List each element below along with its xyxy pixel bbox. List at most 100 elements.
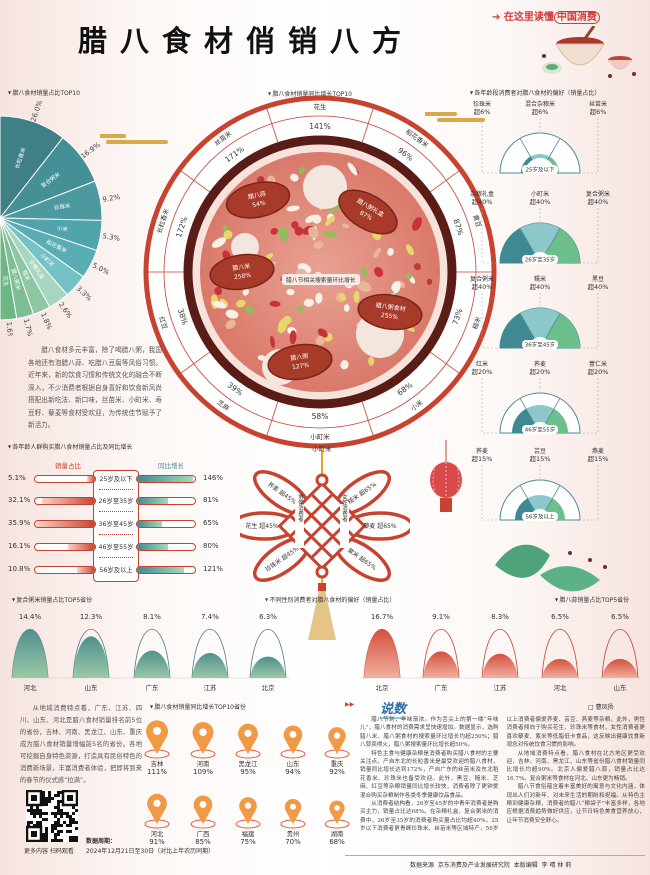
qr-module [75,836,78,839]
gauge-item-name: 燕麦 [592,447,604,455]
age-growth-bar [136,543,196,551]
bean-decoration [361,266,368,279]
location-pin-icon [144,793,170,829]
qr-caption: 更多内容 扫码观看 [24,848,74,855]
pin [284,798,302,824]
bean-decoration [373,247,381,259]
bean-decoration [290,173,299,182]
leader-line [481,465,500,521]
qr-module [75,821,78,824]
leader-line [481,118,500,174]
gauge-item-value: 超20% [530,367,551,376]
age-preference-gauges: 25岁及以下珍珠米超6%混合杂粮米超6%丝苗米超6%26岁至35岁杂粮礼盒超40… [470,100,610,521]
age-share-value: 32.1% [8,496,31,504]
qr-module [42,791,45,794]
bean-decoration [426,278,433,285]
male-preference-item: 花生 超45% [245,522,279,530]
qr-module [54,839,57,842]
qr-module [72,821,75,824]
age-share-fill [68,544,95,550]
bean-decoration [340,360,349,370]
label-bg [340,504,349,548]
qr-module [45,839,48,842]
age-share-bar [34,497,96,505]
pin-body [147,793,167,824]
age-group-label: 56岁及以上 [99,567,133,574]
bean-decoration [270,335,275,348]
article-paragraph: 腊八节到，年味渐浓。作为舌尖上的第一缕“年味儿”，腊八食材的消费需求呈快速增加。… [360,717,499,749]
hill-bar [250,656,286,678]
bean-decoration [374,267,384,277]
bean-decoration [353,290,360,303]
qr-module [63,812,66,815]
pin-body [329,800,345,824]
qr-module [60,809,63,812]
wheel-item-name: 花生 [314,102,328,111]
qr-module [66,830,69,833]
qr-module [60,824,63,827]
label-bg [295,504,304,548]
qr-module [33,824,36,827]
location-pin-icon [280,725,306,759]
gauge-fill [530,154,550,161]
hill-outline [481,629,519,679]
age-growth-value: 80% [203,542,219,550]
qr-module [27,824,30,827]
qr-module [69,839,72,842]
province-name: 吉林 [150,760,164,768]
gauge-item-value: 超6% [474,107,491,116]
divider [345,855,645,856]
province-name: 贵州 [286,830,300,838]
bean-decoration [325,215,335,226]
lantern-illustration [430,440,462,512]
region-paragraph: 从地域消费特点看，广东、江苏、四川、山东、河北是腊八食材销量排名前5位的省份，吉… [20,705,142,784]
chart-title-laba-garlic: 腊八蒜销量占比TOP5省份 [555,595,629,604]
hill-bar [602,659,638,678]
age-group-label: 26岁至35岁 [98,498,134,505]
gauge-item-name: 荞麦 [476,447,488,455]
gauge-divider [547,138,561,161]
share-column-header: 销量占比 [55,462,81,470]
search-item-value: 54% [252,200,267,210]
date-shape [225,181,291,219]
age-growth-fill [137,498,169,504]
data-period-label: 数据周期： [86,838,117,845]
hill-bar [482,653,518,678]
bean-decoration [225,319,236,330]
gauge-item-value: 超40% [588,197,609,206]
gauge-fill [520,308,560,339]
gauge-item-value: 超40% [588,282,609,291]
editor-names: 李 晴 林 莉 [541,862,572,869]
pin-hole [334,805,340,811]
qr-module [36,806,39,809]
leader-line [481,208,500,264]
source-value: 京东消费及产业发展研究院 [437,862,510,869]
qr-module [42,797,45,800]
gauge-item-name: 复合粥米 [586,190,610,198]
province-name: 黑龙江 [238,760,258,768]
age-separator [99,534,133,535]
qr-module [66,824,69,827]
qr-module [54,815,57,818]
pin [238,723,258,754]
gauge-item-value: 超6% [590,107,607,116]
gauge-item-value: 超40% [530,282,551,291]
pie-slice-value: 5.0% [91,262,111,277]
qr-module [57,806,60,809]
province-name: 河北 [150,830,164,838]
pie-slice-value: 1.8% [39,311,54,331]
hill-category-label: 广东 [146,683,160,692]
hill-category-label: 江苏 [494,683,508,692]
segment-divider [361,401,374,436]
leader-line [580,378,599,434]
source-label: 数据来源 [410,862,435,869]
qr-code[interactable] [26,790,78,842]
bean-decoration [296,306,304,313]
hill-value-label: 6.3% [259,613,277,621]
age-bars-title: 各年龄人群购买腊八食材销量占比及同比增长 [8,442,132,451]
segment-divider [429,351,460,374]
